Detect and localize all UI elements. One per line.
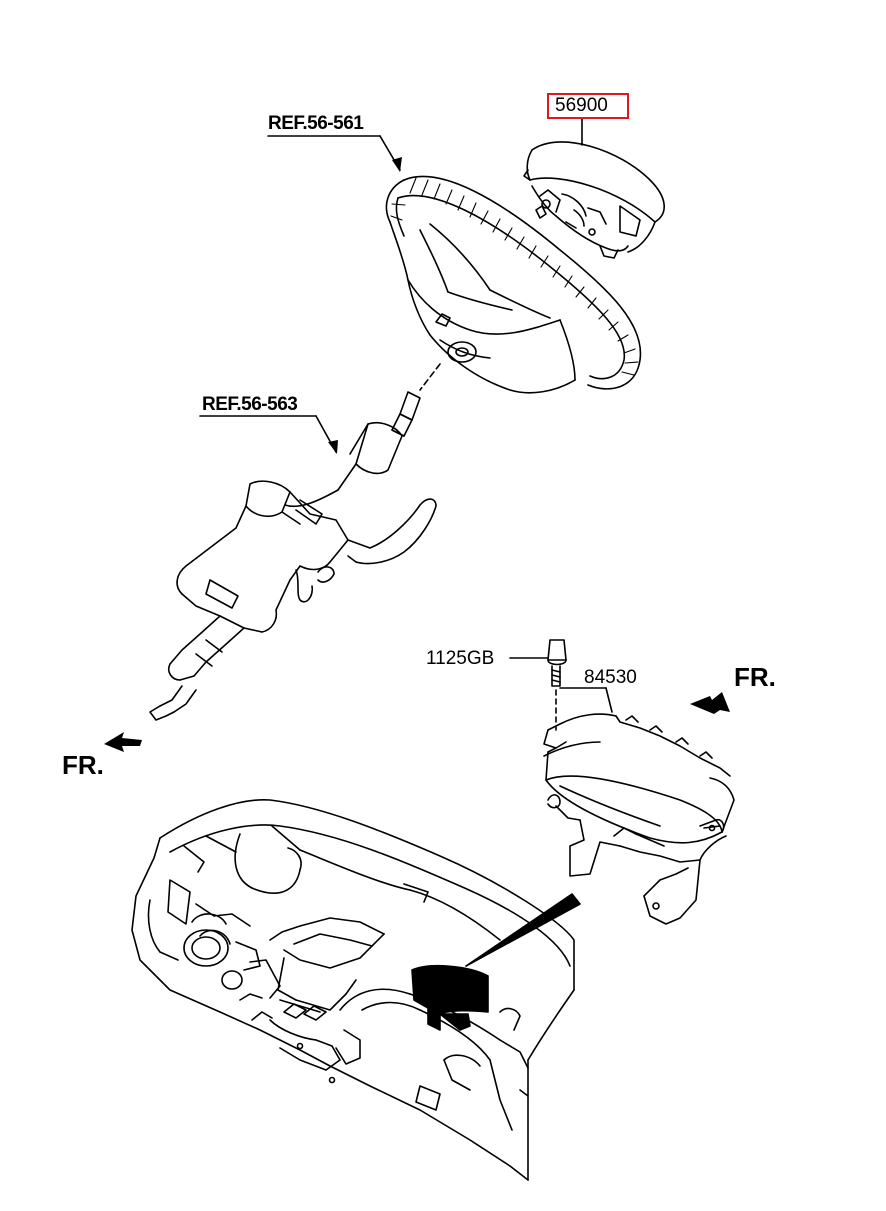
steering-column xyxy=(149,363,441,721)
steering-wheel xyxy=(385,175,642,394)
front-direction-label-left: FR. xyxy=(62,750,104,780)
selected-part-highlight xyxy=(547,93,629,119)
passenger-airbag-module xyxy=(543,713,735,925)
leader-lines xyxy=(199,117,613,713)
part-number-driver-airbag[interactable]: 56900 xyxy=(555,95,608,116)
part-number-passenger-airbag[interactable]: 84530 xyxy=(584,667,637,688)
leader-arrowheads xyxy=(328,157,402,454)
dashboard xyxy=(131,799,575,1181)
bolt-1125gb xyxy=(547,639,567,731)
ref-steering-wheel-label[interactable]: REF.56-561 xyxy=(268,113,364,134)
ref-steering-column-label[interactable]: REF.56-563 xyxy=(202,394,298,415)
fr-arrows xyxy=(104,692,730,752)
front-direction-label-right: FR. xyxy=(734,662,776,692)
part-number-bolt[interactable]: 1125GB xyxy=(426,648,495,669)
airbag-location-pointer xyxy=(411,893,581,1031)
driver-airbag-module xyxy=(523,141,665,259)
